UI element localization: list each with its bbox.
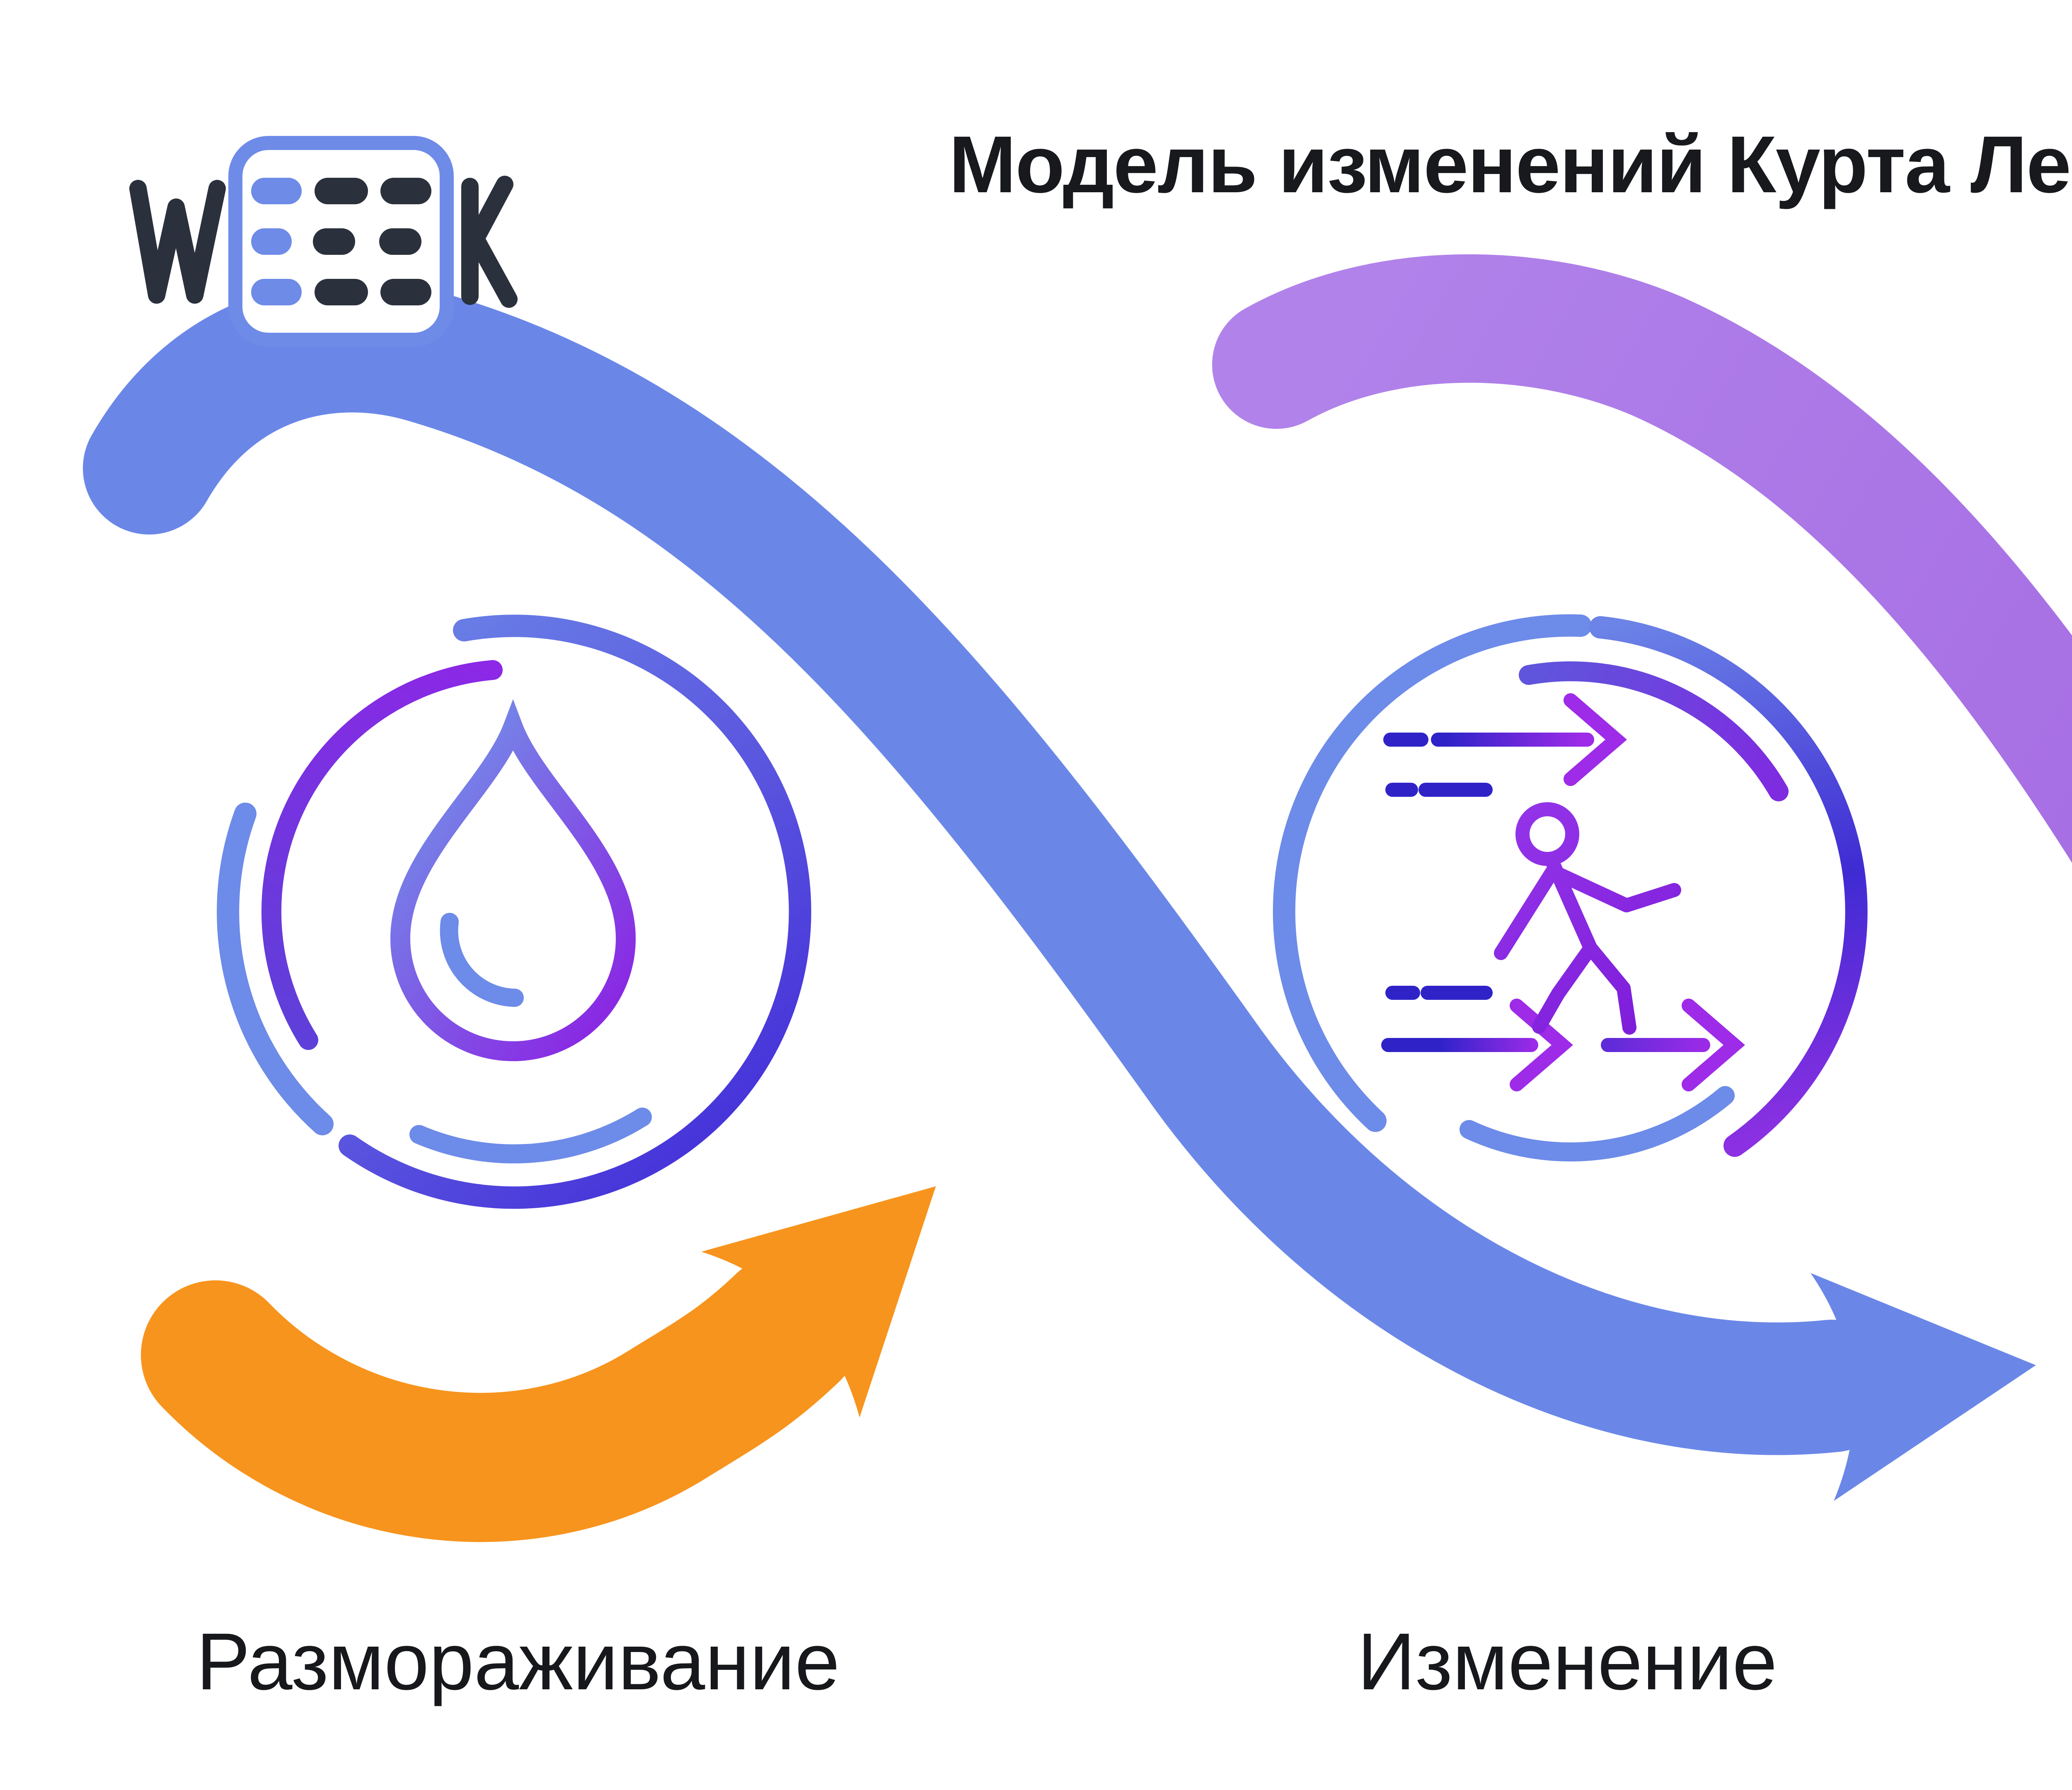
stage-circle-unfreeze <box>217 614 811 1209</box>
logo-letter-k <box>461 176 518 308</box>
logo-pill-blue <box>251 279 302 305</box>
ring-arc-right <box>1589 616 1868 1157</box>
flow-arrows <box>83 254 2072 1542</box>
unfreeze-boost-arrow <box>141 1186 936 1542</box>
logo-pill-blue <box>251 228 292 255</box>
logo-pill-dark <box>380 279 431 305</box>
logo-pill-dark <box>315 178 368 204</box>
change-arrow-bottom-left <box>1381 999 1573 1091</box>
logo-letter-w <box>129 180 226 304</box>
logo-grid-pills <box>251 178 431 305</box>
drop-outline <box>390 699 636 1061</box>
person-arm-front <box>1548 865 1681 912</box>
ring-inner-arc-bottom <box>1460 1086 1735 1162</box>
ring-inner-arc-top <box>1519 661 1789 801</box>
logo-pill-dark <box>315 279 368 305</box>
ring-arc-left <box>217 803 334 1135</box>
person-arm-back <box>1494 865 1559 960</box>
water-drop-icon <box>390 699 636 1061</box>
stage-circle-change <box>1273 614 1868 1162</box>
logo-pill-dark <box>313 228 355 255</box>
ring-inner-arc-bottom <box>409 1108 652 1164</box>
logo-pill-blue <box>251 178 302 204</box>
change-arrow-top <box>1431 693 1627 786</box>
person-figure <box>1494 802 1681 1035</box>
person-leg-back <box>1532 941 1598 1034</box>
person-leg-front <box>1583 941 1636 1035</box>
ring-arc-main <box>339 614 811 1209</box>
stage-label-change: Изменение <box>1357 1616 1777 1707</box>
running-person-icon <box>1381 693 1745 1091</box>
flow-arrow-change-to-refreeze <box>1212 254 2072 863</box>
change-arrow-bottom-right <box>1601 999 1745 1091</box>
stage-label-unfreeze: Размораживание <box>196 1616 840 1707</box>
logo-pill-dark <box>379 228 421 255</box>
flow-arrow-unfreeze-to-change <box>83 280 2036 1501</box>
person-head <box>1515 802 1579 866</box>
ring-inner-arc-purple <box>261 660 503 1050</box>
weeek-logo <box>124 124 539 356</box>
drop-highlight <box>440 913 524 1007</box>
page-title: Модель изменений Курта Левина <box>949 119 2072 210</box>
speed-dashes <box>1383 733 1493 1000</box>
logo-pill-dark <box>380 178 431 204</box>
ring-arc-left <box>1273 614 1592 1132</box>
